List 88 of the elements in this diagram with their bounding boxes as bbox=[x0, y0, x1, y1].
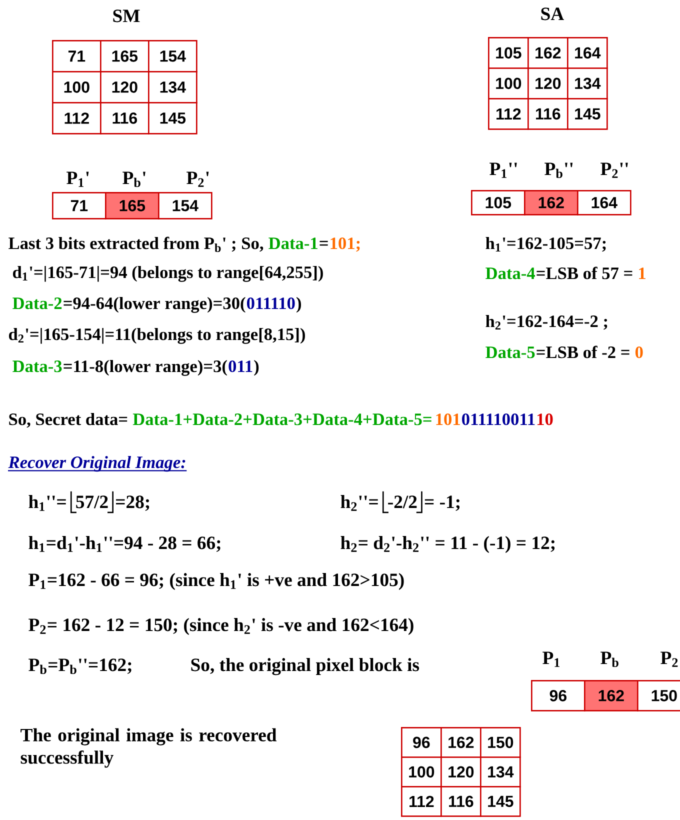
table-cell: 100 bbox=[488, 68, 529, 100]
table-cell: 134 bbox=[480, 756, 521, 788]
equation-text: =11-8(lower range)=3( bbox=[64, 360, 227, 376]
equation-text: P$_{1}$=162 - 66 = 96; (since h$_{1}$' is +ve and 162>105) bbox=[28, 573, 404, 590]
table-cell: 164 bbox=[567, 37, 608, 69]
equation-text: 57/2 bbox=[76, 496, 108, 508]
equation-text: 1 bbox=[639, 268, 646, 279]
equation-text: = bbox=[320, 240, 328, 246]
table-cell: 112 bbox=[401, 786, 442, 817]
table-cell: 145 bbox=[148, 102, 198, 134]
equation-text: h$_{2}$''= bbox=[340, 495, 378, 511]
equation-text: So, Secret data= bbox=[9, 412, 128, 428]
note-text: The original image is recovered successfully bbox=[20, 728, 277, 768]
table-cell: 145 bbox=[567, 98, 608, 130]
column-heading: P$_{1}$'' bbox=[490, 162, 517, 178]
equation-text: 0 bbox=[635, 346, 643, 358]
column-heading: P$_{b}$' bbox=[122, 172, 146, 187]
equation-text: -2/2 bbox=[388, 496, 417, 508]
table-cell: 134 bbox=[567, 68, 608, 100]
table-cell: 150 bbox=[480, 727, 521, 758]
table-cell: 120 bbox=[440, 756, 482, 788]
column-heading: P$_{2}$' bbox=[186, 172, 209, 187]
equation-text: 10 bbox=[537, 413, 553, 426]
table-cell: 162 bbox=[584, 680, 638, 712]
table-cell: 120 bbox=[100, 71, 150, 104]
table-cell: 112 bbox=[52, 102, 102, 134]
equation-text: 101; bbox=[330, 237, 360, 252]
equation-text: Last 3 bits extracted from P$_{b}$' ; So, bbox=[8, 236, 264, 252]
equation-text: Data-5 bbox=[486, 346, 535, 358]
equation-text: P$_{b}$=P$_{b}$''=162; bbox=[28, 658, 132, 674]
column-heading: P$_{2}$'' bbox=[600, 162, 628, 178]
table-cell: 100 bbox=[401, 756, 442, 788]
equation-text: ) bbox=[296, 296, 301, 313]
table-cell: 105 bbox=[471, 190, 526, 216]
table-cell: 162 bbox=[440, 727, 482, 758]
table-cell: 112 bbox=[488, 98, 529, 130]
equation-text: ) bbox=[254, 360, 259, 376]
column-heading: P$_{b}$ bbox=[600, 652, 618, 667]
column-heading: P$_{1}$ bbox=[542, 652, 560, 667]
section-heading: Recover Original Image: bbox=[8, 456, 187, 472]
equation-text: 011 bbox=[228, 360, 252, 372]
table-cell: 150 bbox=[637, 680, 680, 712]
table-heading: SM bbox=[113, 10, 140, 22]
table-cell: 145 bbox=[480, 786, 521, 817]
equation-text: =LSB of 57 = bbox=[536, 266, 632, 280]
table-cell: 164 bbox=[577, 190, 632, 216]
equation-text: So, the original pixel block is bbox=[191, 658, 420, 676]
column-heading: P$_{2}$ bbox=[660, 652, 678, 667]
table-cell: 162 bbox=[528, 37, 568, 69]
table-cell: 154 bbox=[158, 192, 212, 220]
equation-text: h$_{2}$= d$_{2}$'-h$_{2}$'' = 11 - (-1) = 12; bbox=[340, 536, 555, 553]
table-cell: 165 bbox=[105, 192, 160, 220]
equation-text: = -1; bbox=[424, 496, 460, 511]
table-cell: 116 bbox=[528, 98, 568, 130]
equation-text: h$_{1}$=d$_{1}$'-h$_{1}$''=94 - 28 = 66; bbox=[28, 536, 220, 552]
column-heading: P$_{b}$'' bbox=[544, 162, 573, 178]
table-cell: 96 bbox=[401, 727, 442, 758]
table-cell: 116 bbox=[100, 102, 150, 134]
equation-text: P$_{2}$= 162 - 12 = 150; (since h$_{2}$' is -ve and 162<164) bbox=[28, 618, 414, 635]
table-cell: 116 bbox=[440, 786, 482, 817]
table-cell: 96 bbox=[531, 680, 586, 712]
column-heading: P$_{1}$' bbox=[66, 172, 89, 187]
equation-text: 011110011 bbox=[462, 413, 535, 426]
table-heading: SA bbox=[541, 8, 564, 20]
equation-text: d$_{1}$'=|165-71|=94 (belongs to range[64,255]) bbox=[12, 266, 323, 282]
equation-text: d$_{2}$'=|165-154|=11(belongs to range[8,15]) bbox=[8, 328, 305, 344]
equation-text: =LSB of -2 = bbox=[536, 346, 630, 358]
table-cell: 134 bbox=[148, 71, 198, 104]
equation-text: h$_{1}$'=162-105=57; bbox=[486, 236, 606, 252]
table-cell: 120 bbox=[528, 68, 568, 100]
equation-text: =28; bbox=[116, 496, 150, 511]
table-cell: 100 bbox=[52, 71, 102, 104]
table-cell: 162 bbox=[524, 190, 578, 216]
equation-text: =94-64(lower range)=30( bbox=[64, 296, 246, 313]
equation-text: Data-2 bbox=[12, 298, 62, 310]
equation-text: Data-3 bbox=[12, 360, 62, 372]
equation-text: Data-1+Data-2+Data-3+Data-4+Data-5= bbox=[132, 414, 432, 426]
equation-text: h$_{1}$''= bbox=[28, 495, 66, 511]
table-cell: 71 bbox=[52, 192, 106, 220]
equation-text: 101 bbox=[436, 413, 460, 426]
equation-text: 011110 bbox=[246, 297, 295, 310]
equation-text: Data-1 bbox=[268, 238, 318, 250]
table-cell: 71 bbox=[52, 40, 102, 72]
equation-text: Data-4 bbox=[486, 268, 535, 280]
table-cell: 154 bbox=[148, 40, 198, 72]
table-cell: 105 bbox=[488, 37, 529, 69]
table-cell: 165 bbox=[100, 40, 150, 72]
equation-text: h$_{2}$'=162-164=-2 ; bbox=[486, 314, 608, 330]
